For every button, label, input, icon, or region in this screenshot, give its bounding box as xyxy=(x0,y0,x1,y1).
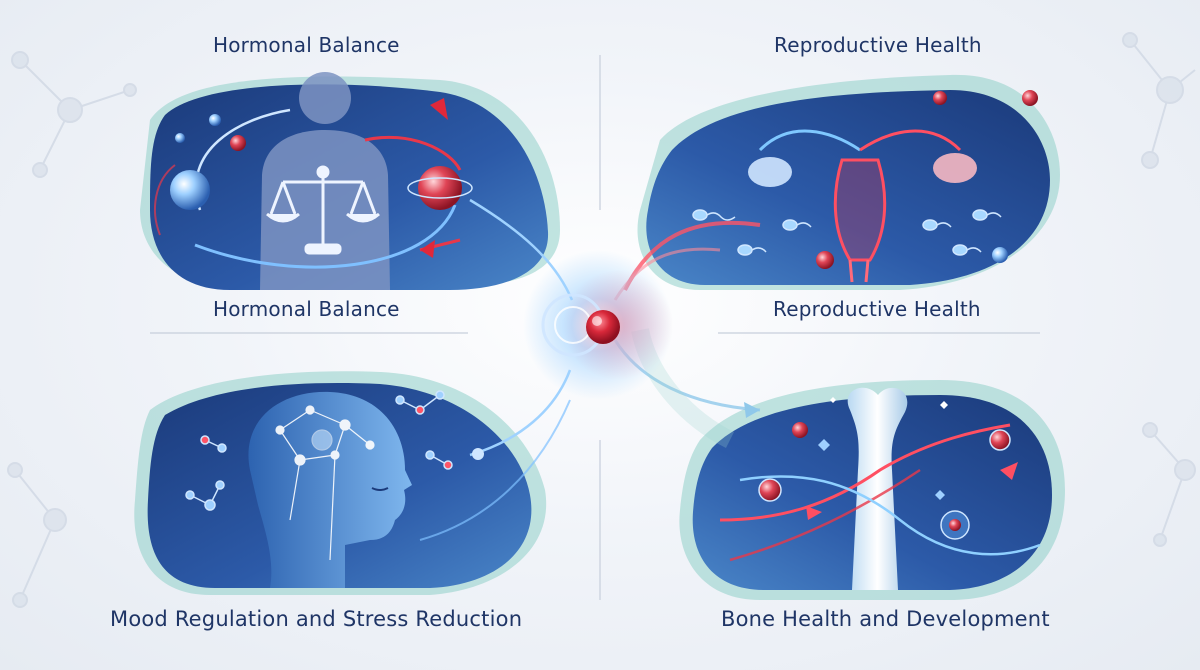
sperm-icon xyxy=(692,209,1002,256)
uterus-icon xyxy=(758,129,962,283)
background-molecule-icon xyxy=(7,32,1196,608)
panel-reproductive-health xyxy=(613,74,1060,301)
panel-hormonal-balance xyxy=(140,72,574,301)
panel-title-reproductive-health: Reproductive Health xyxy=(774,33,982,57)
panel-bone-health xyxy=(613,327,1065,600)
panel-title-hormonal-balance: Hormonal Balance xyxy=(213,33,400,57)
hormone-core-icon xyxy=(523,250,673,400)
section-label-hormonal-balance: Hormonal Balance xyxy=(213,297,400,321)
brain-network-icon xyxy=(275,405,375,561)
panel-mood-regulation xyxy=(134,369,572,595)
balance-scale-icon xyxy=(266,165,380,255)
hormone-molecule-icon xyxy=(170,114,473,210)
arrow-icon xyxy=(744,402,760,418)
cell-icon xyxy=(758,397,1011,540)
ovary-icon xyxy=(748,153,977,187)
panel-title-bone-health: Bone Health and Development xyxy=(721,607,1050,631)
human-silhouette-icon xyxy=(260,72,390,290)
section-label-reproductive-health: Reproductive Health xyxy=(773,297,981,321)
bone-icon xyxy=(847,387,908,590)
molecule-icon xyxy=(185,390,453,511)
panel-title-mood-regulation: Mood Regulation and Stress Reduction xyxy=(110,607,523,631)
